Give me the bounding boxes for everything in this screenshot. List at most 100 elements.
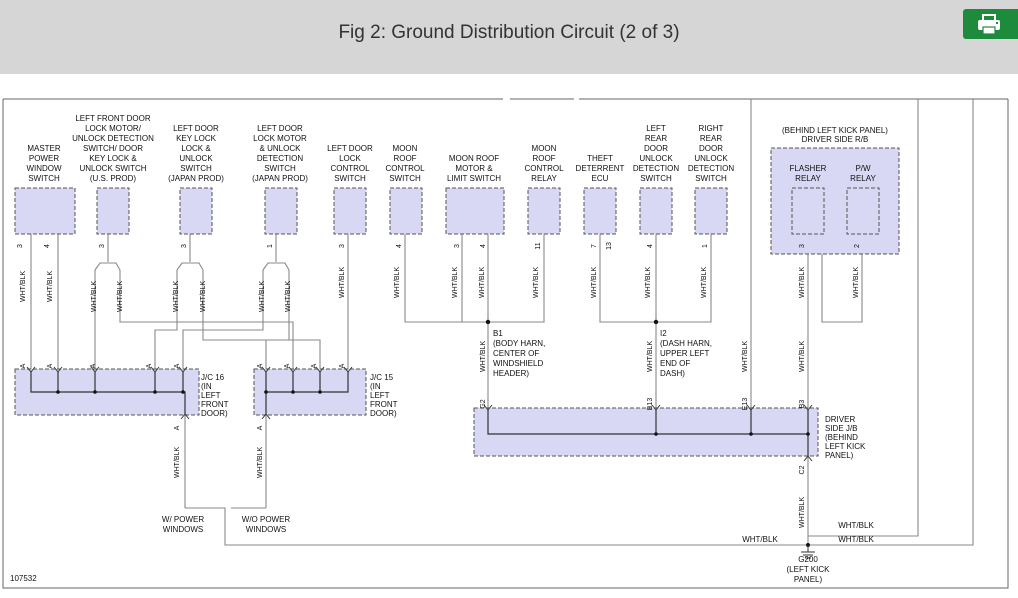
- component-label: RELAY: [531, 174, 557, 183]
- component-label: (U.S. PROD): [90, 174, 137, 183]
- ground-label: PANEL): [794, 575, 823, 584]
- ground-symbol: [801, 545, 815, 559]
- relay-label: FLASHER: [790, 164, 827, 173]
- busbars: [30, 372, 809, 456]
- pin-label: 3: [799, 244, 806, 248]
- left-door-lock-motor-japan: [264, 187, 298, 235]
- wire-color-label: WHT/BLK: [285, 281, 292, 312]
- component-label: MOON: [393, 144, 418, 153]
- splice-b1-label: B1: [493, 329, 503, 338]
- pin-label: 7: [591, 244, 598, 248]
- relay-label: P/W: [855, 164, 871, 173]
- pin-label: 11: [535, 242, 542, 249]
- option-without-pw: W/O POWER: [242, 515, 291, 524]
- splice-i2-label: (DASH HARN,: [660, 339, 712, 348]
- pin-letter: E13: [742, 398, 749, 411]
- pin-letter: G2: [480, 399, 487, 408]
- component-label: DETECTION: [688, 164, 734, 173]
- splice-b1-label: WINDSHIELD: [493, 359, 543, 368]
- component-label: MOON: [532, 144, 557, 153]
- wire-color-label: WHT/BLK: [200, 281, 207, 312]
- jc16-label: J/C 16: [201, 373, 225, 382]
- pin-label: 3: [339, 244, 346, 248]
- wire-color-label: WHT/BLK: [799, 341, 806, 372]
- component-label: SWITCH: [180, 164, 212, 173]
- jc15-label: LEFT: [370, 391, 390, 400]
- master-power-window-switch: [14, 187, 76, 235]
- option-without-pw: WINDOWS: [246, 525, 286, 534]
- diagram-frame: [2, 98, 1009, 589]
- component-label: ECU: [592, 174, 609, 183]
- component-label: LEFT DOOR: [173, 124, 219, 133]
- wire-color-label: WHT/BLK: [91, 281, 98, 312]
- component-label: SWITCH: [334, 174, 366, 183]
- component-label: LEFT DOOR: [257, 124, 303, 133]
- component-label: & UNLOCK: [260, 144, 302, 153]
- left-front-door-lock-motor: [96, 187, 130, 235]
- wire-color-label: WHT/BLK: [647, 341, 654, 372]
- wire-color-label: WHT/BLK: [701, 267, 708, 298]
- moon-roof-control-switch: [389, 187, 423, 235]
- component-label: DOOR: [644, 144, 668, 153]
- component-label: WINDOW: [26, 164, 62, 173]
- splice-i2-label: I2: [660, 329, 667, 338]
- driver-jb-label: (BEHIND: [825, 433, 858, 442]
- relay-label: RELAY: [850, 174, 876, 183]
- pin-letter: B3: [799, 400, 806, 409]
- right-rear-door-unlock-switch: [694, 187, 728, 235]
- component-label: SWITCH: [695, 174, 727, 183]
- print-button[interactable]: [963, 9, 1018, 39]
- wire-color-label: WHT/BLK: [838, 535, 874, 544]
- wire-color-label: WHT/BLK: [479, 267, 486, 298]
- wire-color-label: WHT/BLK: [20, 271, 27, 302]
- component-label: LOCK: [339, 154, 361, 163]
- wire-color-label: WHT/BLK: [645, 267, 652, 298]
- pin-letter: A: [311, 363, 318, 368]
- jc15-label: (IN: [370, 382, 381, 391]
- pin-letter: A: [257, 425, 264, 430]
- flasher-relay: [791, 187, 825, 235]
- jc15-label: DOOR): [370, 409, 397, 418]
- printer-icon: [978, 14, 1000, 35]
- moon-roof-motor: [445, 187, 505, 235]
- driver-side-jb-block: [473, 407, 819, 457]
- pin-letter: A: [257, 363, 264, 368]
- wire-color-label: WHT/BLK: [257, 447, 264, 478]
- component-label: CONTROL: [385, 164, 425, 173]
- component-label: REAR: [700, 134, 722, 143]
- pin-label: 3: [99, 244, 106, 248]
- wire-color-label: WHT/BLK: [339, 267, 346, 298]
- pin-label: 13: [606, 242, 613, 250]
- pin-label: 3: [17, 244, 24, 248]
- component-label: (JAPAN PROD): [168, 174, 224, 183]
- wire-color-label: WHT/BLK: [742, 535, 778, 544]
- jc16-label: FRONT: [201, 400, 229, 409]
- wire-color-label: WHT/BLK: [853, 267, 860, 298]
- component-label: DOOR: [699, 144, 723, 153]
- splice-i2-label: DASH): [660, 369, 685, 378]
- splice-i2-label: END OF: [660, 359, 690, 368]
- ground-label: (LEFT KICK: [787, 565, 831, 574]
- wire-color-label: WHT/BLK: [452, 267, 459, 298]
- driver-jb-label: SIDE J/B: [825, 424, 857, 433]
- jc15-label: FRONT: [370, 400, 398, 409]
- pin-letter: A: [174, 363, 181, 368]
- wire-color-label: WHT/BLK: [533, 267, 540, 298]
- component-label: REAR: [645, 134, 667, 143]
- header-bar: Fig 2: Ground Distribution Circuit (2 of…: [0, 0, 1018, 74]
- pin-label: 1: [267, 244, 274, 248]
- jc15-label: J/C 15: [370, 373, 394, 382]
- component-label: KEY LOCK &: [89, 154, 137, 163]
- wire-color-label: WHT/BLK: [173, 281, 180, 312]
- pin-letter: A: [284, 363, 291, 368]
- wire-color-label: WHT/BLK: [799, 267, 806, 298]
- wire-color-label: WHT/BLK: [799, 497, 806, 528]
- component-label: SWITCH: [264, 164, 296, 173]
- option-with-pw: W/ POWER: [162, 515, 204, 524]
- splice-b1-label: (BODY HARN,: [493, 339, 545, 348]
- wire-color-label: WHT/BLK: [480, 341, 487, 372]
- component-label: DETECTION: [633, 164, 679, 173]
- driver-jb-label: LEFT KICK: [825, 442, 866, 451]
- component-label: MASTER: [27, 144, 61, 153]
